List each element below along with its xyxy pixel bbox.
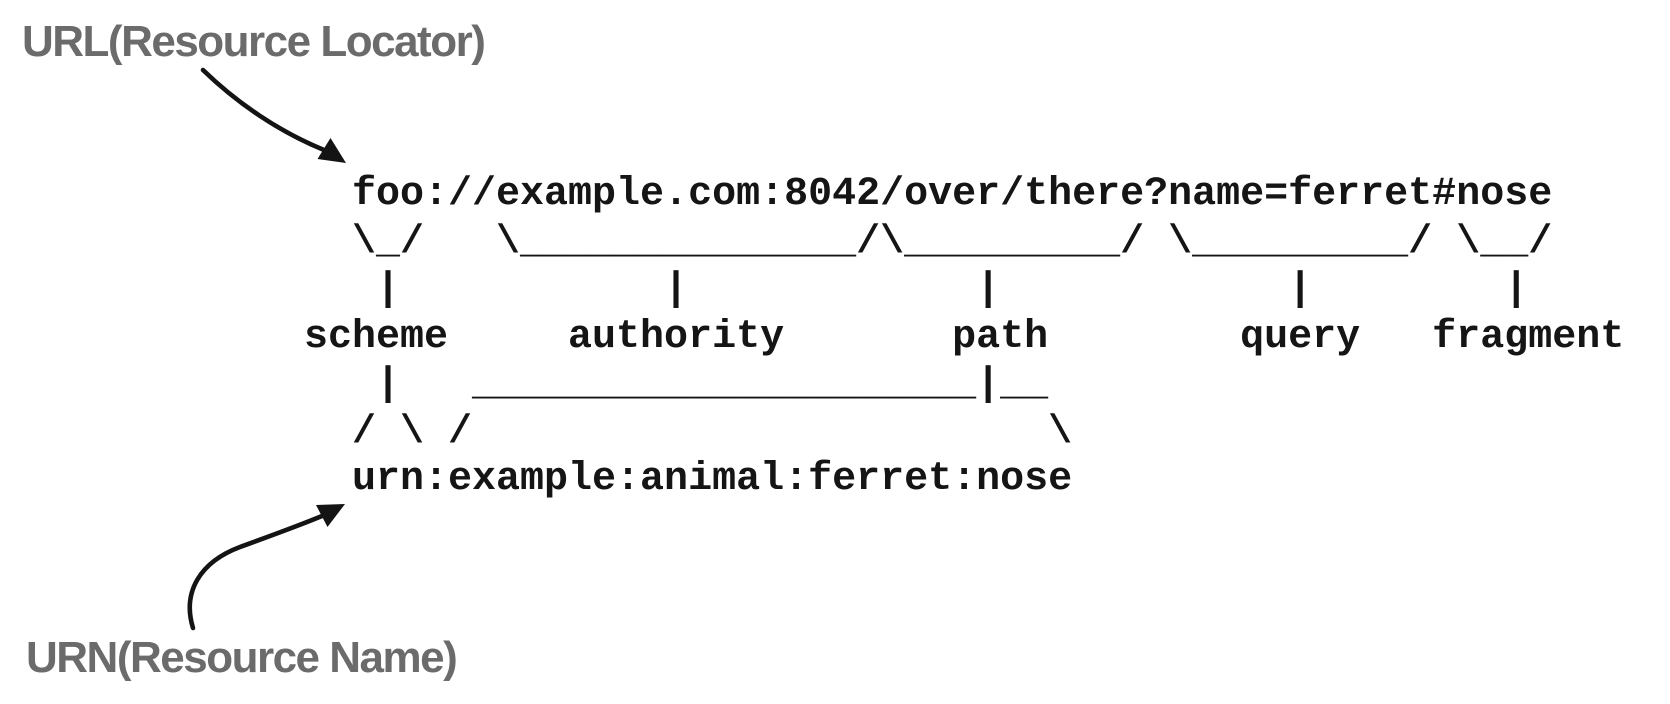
urn-label: URN(Resource Name): [26, 633, 458, 682]
url-label: URL(Resource Locator): [22, 17, 486, 66]
uri-ascii-diagram: foo://example.com:8042/over/there?name=f…: [304, 172, 1625, 502]
urn-arrow-icon: [187, 504, 345, 631]
url-arrow-icon: [200, 67, 346, 163]
